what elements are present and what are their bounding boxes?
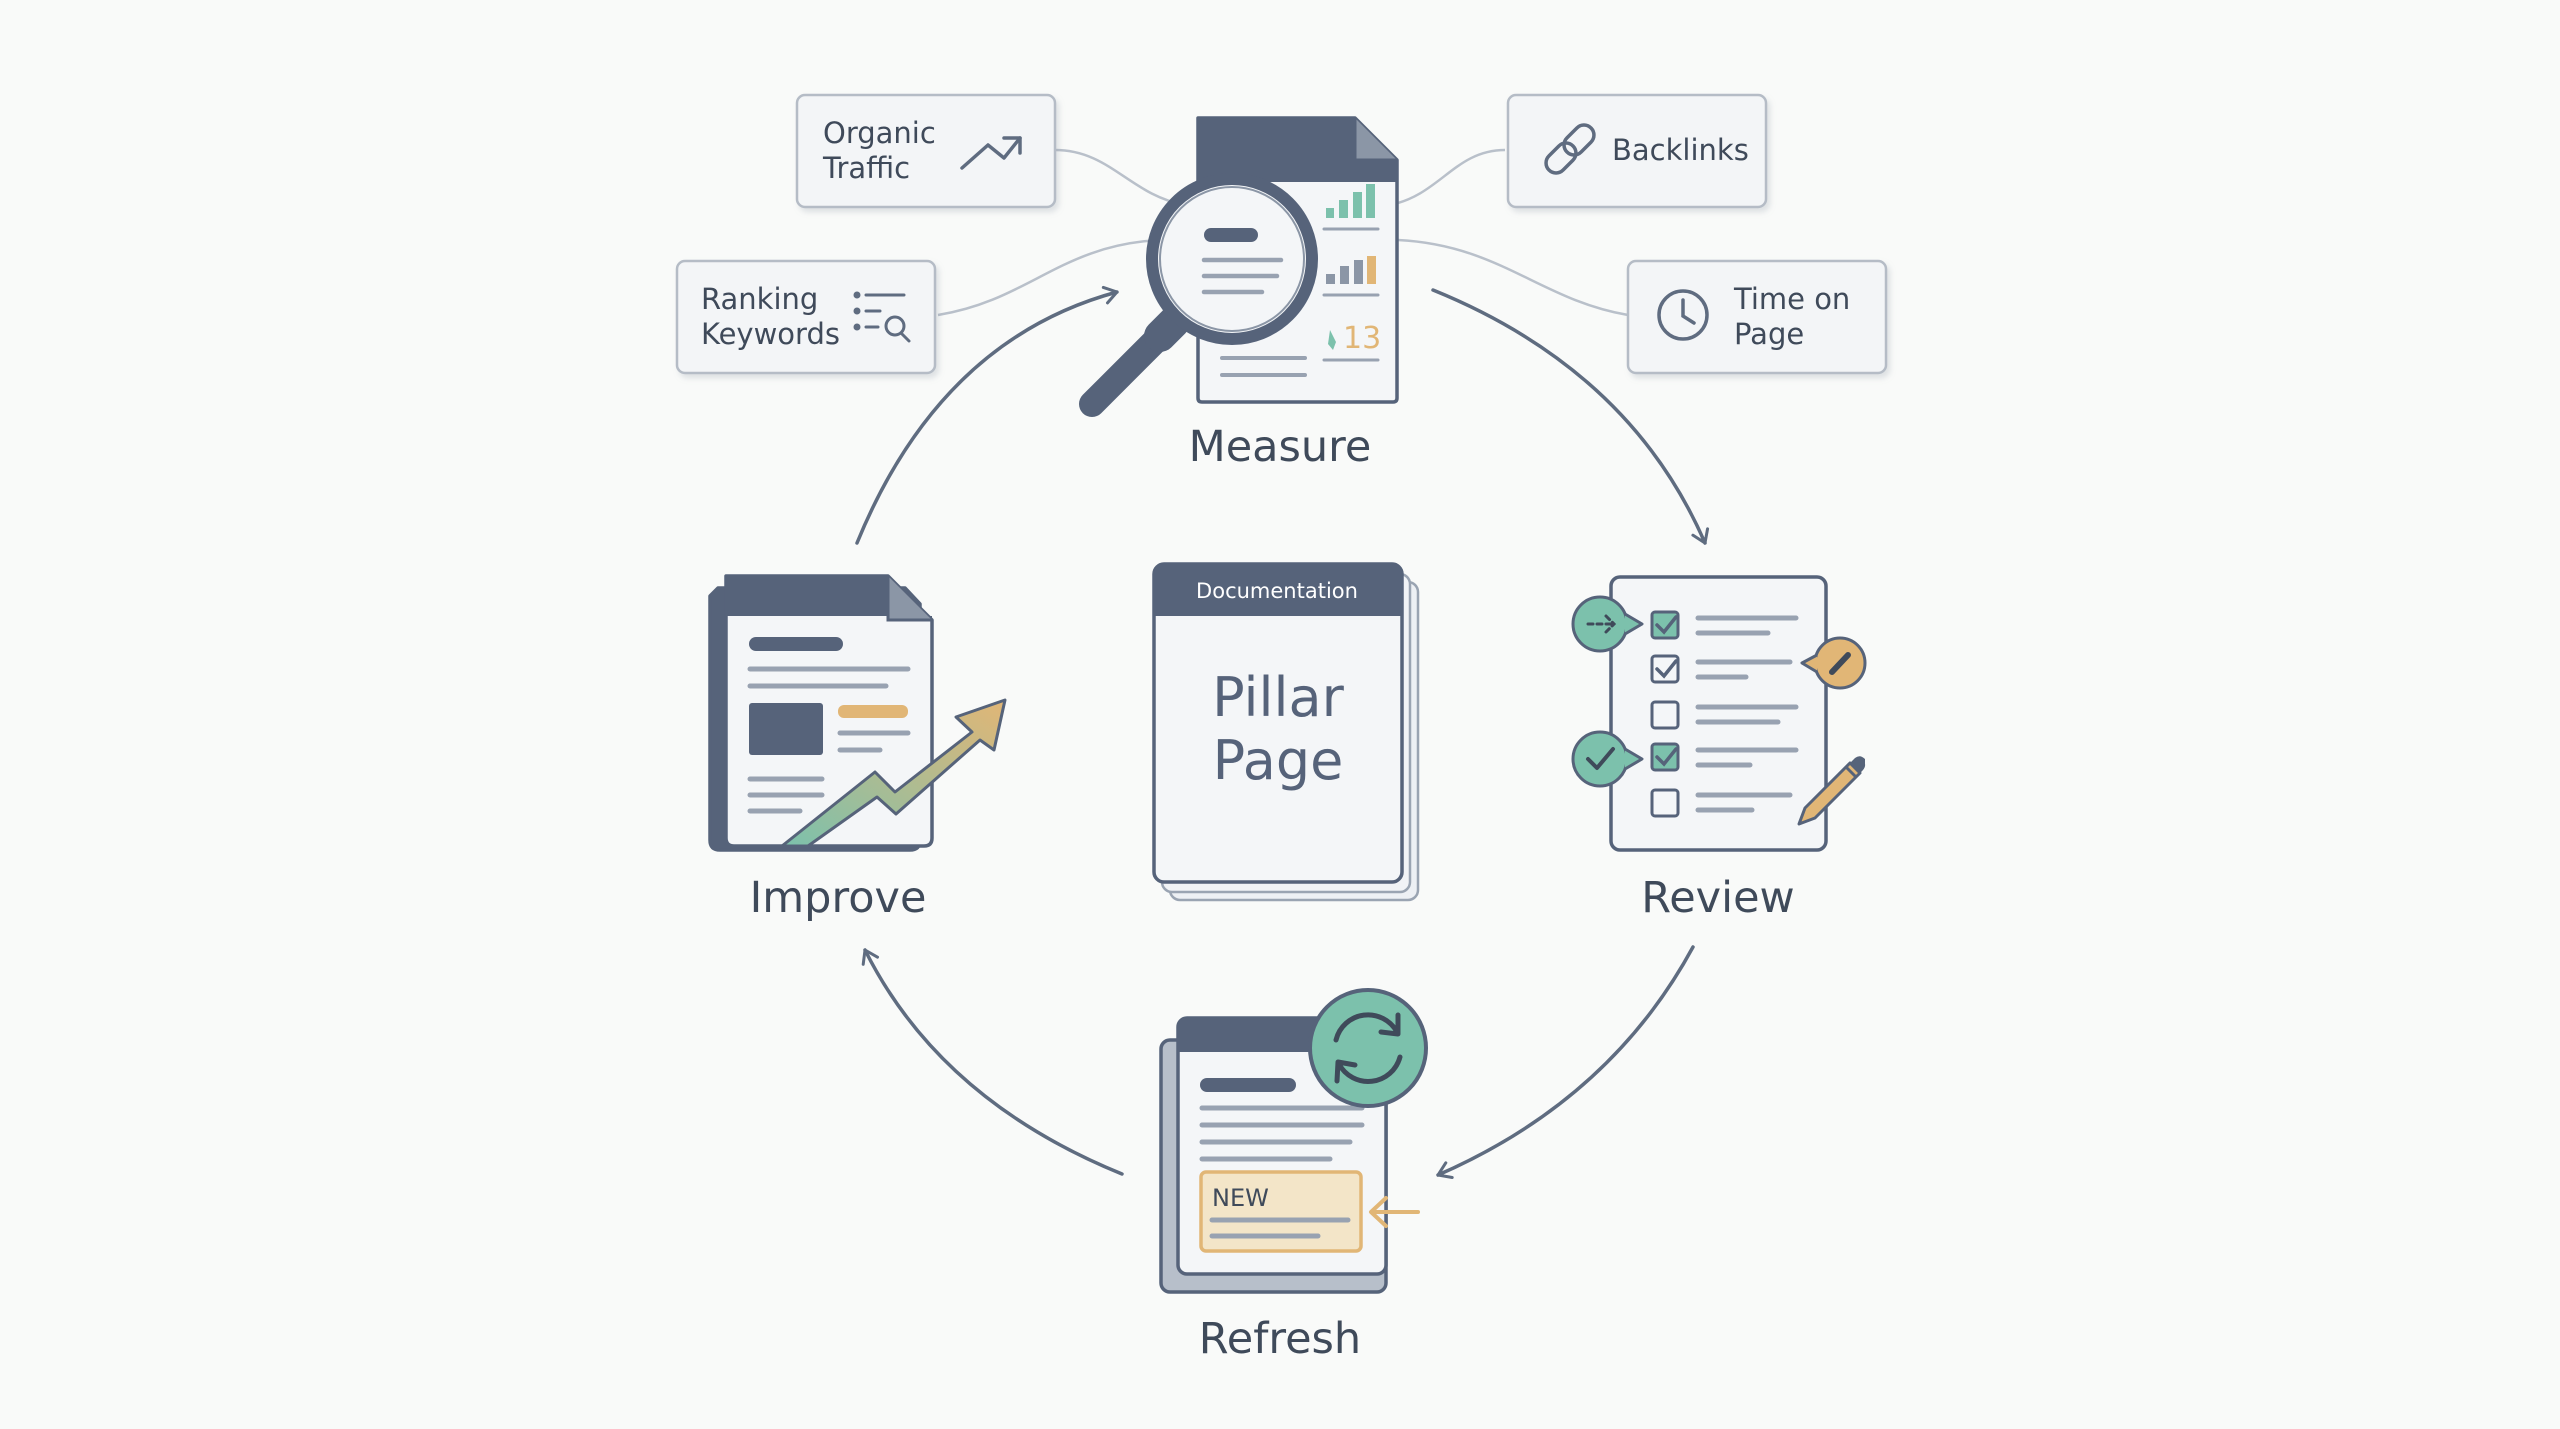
pencil-icon: [1797, 756, 1866, 826]
pillar-page-title-line1: Pillar: [1212, 666, 1344, 729]
improve-document-icon: [708, 574, 1007, 852]
refresh-icon: [1308, 988, 1428, 1108]
measure-document-icon: 13: [1079, 116, 1399, 417]
stage-label-improve: Improve: [750, 873, 927, 923]
organic-traffic-label-line1: Organic: [823, 116, 936, 150]
backlinks-label: Backlinks: [1612, 133, 1749, 167]
arrow-measure-to-review: [1431, 288, 1710, 545]
time-on-page-label-line1: Time on: [1733, 282, 1850, 316]
clock-icon: [1657, 289, 1709, 341]
pillar-page-title-line2: Page: [1213, 729, 1344, 792]
metric-card-time-on-page: Time on Page: [1626, 259, 1888, 375]
new-badge: NEW: [1212, 1184, 1269, 1212]
stage-label-measure: Measure: [1189, 422, 1372, 472]
insert-arrow-icon: [1369, 1196, 1420, 1228]
pillar-page-header: Documentation: [1196, 579, 1358, 603]
metric-card-backlinks: Backlinks: [1506, 93, 1768, 209]
ranking-keywords-label-line1: Ranking: [701, 282, 818, 316]
edit-comment-icon: [1800, 636, 1867, 690]
time-on-page-label-line2: Page: [1734, 317, 1804, 351]
check-bubble-icon: [1571, 730, 1644, 788]
magnifier-icon: [1079, 173, 1318, 417]
metric-card-organic-traffic: Organic Traffic: [795, 93, 1057, 209]
new-content-block: NEW: [1199, 1170, 1363, 1253]
review-checklist-icon: [1571, 575, 1867, 852]
pillar-page-card: Documentation Pillar Page: [1152, 562, 1420, 902]
trend-up-icon: [960, 136, 1022, 170]
stage-label-review: Review: [1641, 873, 1794, 923]
organic-traffic-label-line2: Traffic: [822, 151, 910, 185]
arrow-improve-to-measure: [855, 285, 1119, 545]
metric-card-ranking-keywords: Ranking Keywords: [675, 259, 937, 375]
arrow-refresh-to-improve: [861, 948, 1124, 1176]
bar-chart-icon: [1322, 184, 1380, 297]
stage-label-refresh: Refresh: [1199, 1314, 1361, 1364]
measure-value: 13: [1343, 321, 1381, 356]
ranked-list-search-icon: [853, 291, 911, 343]
growth-arrow-icon: [780, 698, 1007, 848]
arrow-review-to-refresh: [1436, 945, 1695, 1180]
refresh-document-icon: NEW: [1159, 988, 1428, 1294]
cycle-arrows: [855, 285, 1710, 1180]
link-icon: [1544, 123, 1596, 175]
metric-connectors: [937, 148, 1629, 317]
ranking-keywords-label-line2: Keywords: [701, 317, 840, 351]
arrow-bubble-icon: [1571, 595, 1644, 653]
